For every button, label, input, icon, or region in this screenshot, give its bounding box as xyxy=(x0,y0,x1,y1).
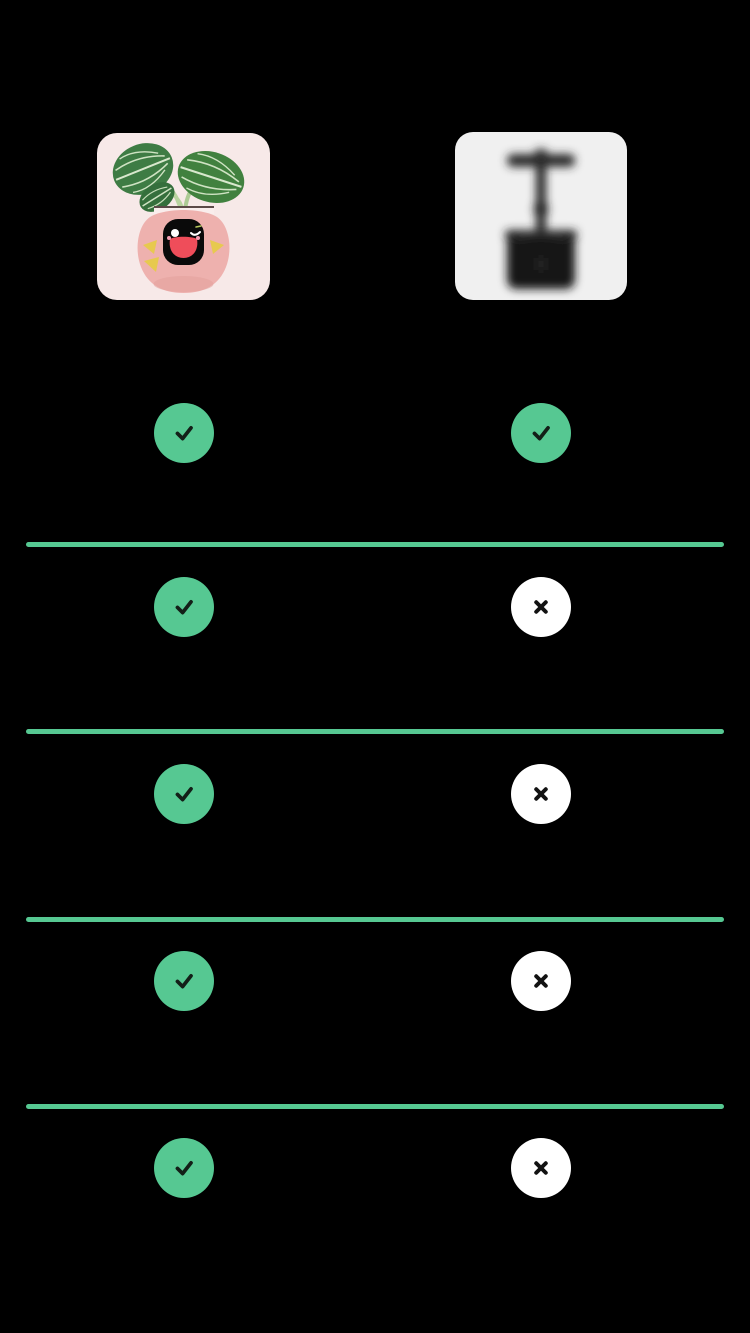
leaf-right xyxy=(177,151,245,203)
check-circle-icon xyxy=(154,951,214,1011)
wing-left-upper xyxy=(143,240,157,254)
wing-left-lower xyxy=(144,257,159,272)
checkmark-glyph xyxy=(175,426,193,441)
smile-mouth xyxy=(169,236,198,258)
check-circle-icon xyxy=(154,403,214,463)
checkmark-glyph xyxy=(175,974,193,989)
light-bar xyxy=(507,154,575,167)
row-divider xyxy=(26,542,724,547)
leaf-middle xyxy=(139,182,175,212)
row-divider xyxy=(26,1104,724,1109)
leaf-left xyxy=(112,143,174,195)
cross-circle-icon xyxy=(511,1138,571,1198)
check-circle-icon xyxy=(511,403,571,463)
checkmark-glyph xyxy=(175,600,193,615)
pot-rim-line xyxy=(154,206,214,209)
check-circle-icon xyxy=(154,764,214,824)
wing-right xyxy=(210,240,224,254)
checkmark-glyph xyxy=(175,787,193,802)
eye-wink xyxy=(190,231,201,236)
cross-glyph xyxy=(534,787,548,801)
check-circle-icon xyxy=(154,1138,214,1198)
plant-robot-illustration xyxy=(112,143,245,293)
check-circle-icon xyxy=(154,577,214,637)
cross-glyph xyxy=(534,974,548,988)
pole xyxy=(536,165,546,235)
row-divider xyxy=(26,729,724,734)
grow-light-illustration xyxy=(505,149,577,289)
checkmark-glyph xyxy=(532,426,550,441)
cross-circle-icon xyxy=(511,951,571,1011)
product-card-right xyxy=(455,132,627,300)
cross-circle-icon xyxy=(511,577,571,637)
product-card-left xyxy=(97,133,270,300)
cross-circle-icon xyxy=(511,764,571,824)
checkmark-glyph xyxy=(175,1161,193,1176)
row-divider xyxy=(26,917,724,922)
cross-glyph xyxy=(534,600,548,614)
cross-glyph xyxy=(534,1161,548,1175)
eye-left xyxy=(171,229,179,237)
